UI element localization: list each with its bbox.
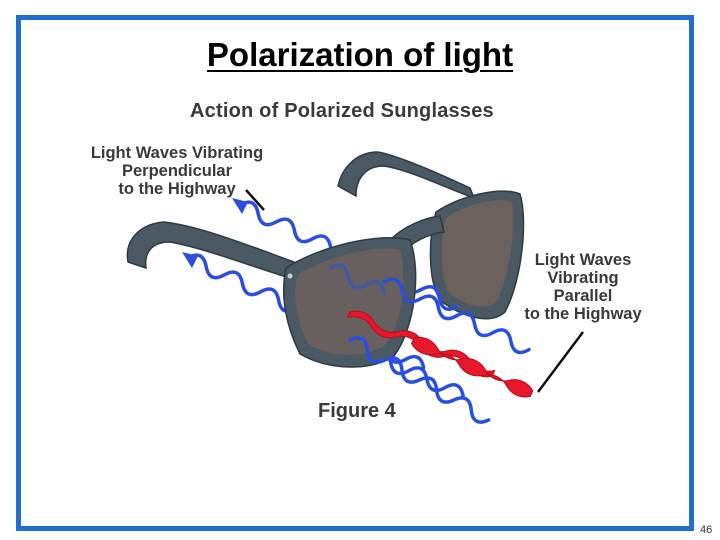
label-perpendicular-line: to the Highway bbox=[118, 180, 236, 198]
label-parallel-line: Parallel bbox=[553, 287, 613, 305]
leader-line-perpendicular bbox=[245, 189, 265, 211]
glasses-far-lens bbox=[441, 199, 514, 307]
page-number: 46 bbox=[700, 524, 713, 536]
vertical-waves-exit bbox=[348, 277, 531, 424]
vertical-wave-exit-bottom bbox=[348, 336, 491, 424]
label-parallel-line: Vibrating bbox=[547, 269, 619, 287]
label-parallel: Light Waves Vibrating Parallel to the Hi… bbox=[508, 251, 658, 323]
horizontal-wave-lower bbox=[411, 336, 534, 398]
label-perpendicular-line: Light Waves Vibrating bbox=[90, 144, 264, 162]
vertical-wave-through-lens bbox=[328, 263, 387, 296]
vertical-waves-through-lens bbox=[328, 263, 387, 296]
figure-caption: Figure 4 bbox=[318, 400, 396, 422]
leader-line-parallel bbox=[537, 331, 584, 393]
label-parallel-line: Light Waves bbox=[534, 251, 632, 269]
horizontal-waves bbox=[346, 310, 534, 398]
glasses-hinge bbox=[287, 273, 293, 279]
label-parallel-line: to the Highway bbox=[524, 305, 642, 323]
vertical-wave-arrowhead-top bbox=[232, 198, 248, 214]
slide-title: Polarization of light bbox=[206, 36, 514, 73]
figure-heading: Action of Polarized Sunglasses bbox=[190, 100, 494, 122]
vertical-wave-arrowhead-middle bbox=[182, 252, 198, 268]
label-perpendicular-line: Perpendicular bbox=[121, 162, 233, 180]
label-perpendicular: Light Waves Vibrating Perpendicular to t… bbox=[72, 144, 282, 198]
glasses-far-temple bbox=[337, 151, 476, 200]
vertical-wave-exit-top bbox=[382, 277, 531, 355]
glasses-near-temple bbox=[126, 221, 297, 282]
